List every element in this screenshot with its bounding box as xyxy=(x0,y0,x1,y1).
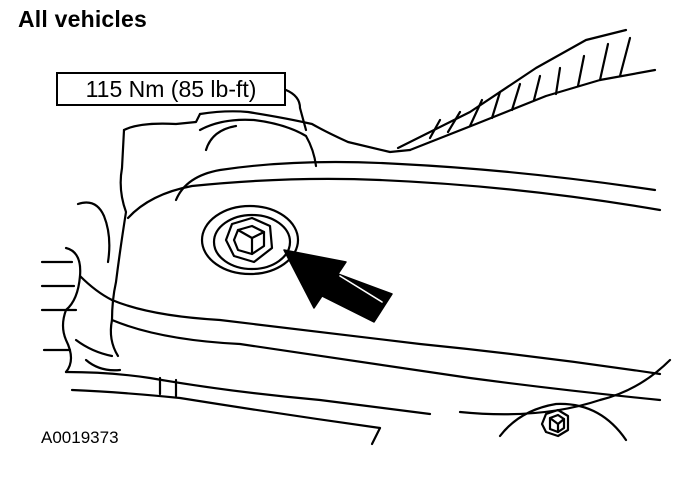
torque-spec-label: 115 Nm (85 lb-ft) xyxy=(85,75,257,102)
secondary-hex-bolt-icon xyxy=(540,408,570,438)
figure-id-label: A0019373 xyxy=(41,428,119,447)
torque-callout: 115 Nm (85 lb-ft) xyxy=(56,72,286,106)
arm-housing xyxy=(64,110,672,446)
arrow-icon xyxy=(283,249,393,323)
callout-leader-line xyxy=(284,88,308,132)
upper-frame-member xyxy=(396,28,657,152)
page-title: All vehicles xyxy=(18,6,147,32)
hex-bolt-icon xyxy=(224,216,274,264)
main-bolt-boss xyxy=(200,204,300,276)
subframe-left xyxy=(40,201,122,374)
